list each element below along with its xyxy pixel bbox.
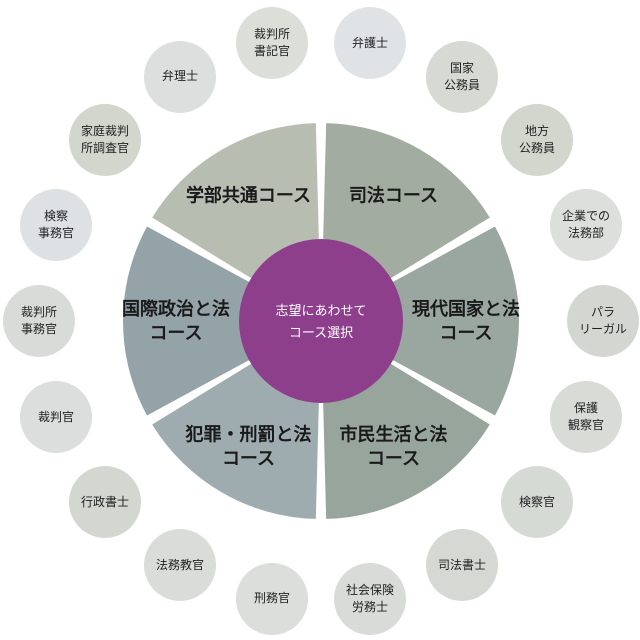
segment-label-shimin: 市民生活と法コース — [340, 424, 448, 470]
career-label: 刑務官 — [254, 591, 291, 606]
career-circle: 検察官 — [501, 466, 574, 539]
center-label: 志望にあわせてコース選択 — [275, 303, 366, 341]
career-label: 企業での 法務部 — [561, 208, 610, 240]
center-circle — [239, 239, 403, 403]
segment-gendai — [321, 226, 519, 416]
career-circle: 司法書士 — [426, 529, 498, 602]
career-label: 検察官 — [519, 494, 556, 509]
career-label: 社会保険 労務士 — [345, 582, 394, 614]
career-label: 保護 観察官 — [567, 401, 604, 433]
career-circle: 地方 公務員 — [501, 103, 574, 176]
career-circle: 検察 事務官 — [20, 188, 92, 261]
career-circle: 裁判官 — [20, 381, 92, 454]
career-circle: 企業での 法務部 — [549, 188, 622, 261]
career-circle: 国家 公務員 — [426, 40, 498, 113]
career-circle: 保護 観察官 — [549, 381, 622, 454]
career-circle: 裁判所 書記官 — [236, 7, 309, 80]
career-circle: 弁護士 — [333, 7, 406, 80]
career-circle: 社会保険 労務士 — [333, 562, 406, 635]
career-label: 家庭裁判 所調査官 — [80, 123, 129, 155]
career-label: 法務教官 — [155, 557, 204, 572]
career-label: 裁判官 — [37, 409, 74, 424]
career-circle: 刑務官 — [236, 562, 309, 635]
segment-label-kokusai: 国際政治と法コース — [122, 298, 230, 344]
career-label: 弁護士 — [351, 35, 388, 50]
career-label: 地方 公務員 — [519, 123, 556, 155]
career-label: 裁判所 事務官 — [20, 305, 57, 336]
career-label: 弁理士 — [161, 69, 198, 84]
career-circle: 裁判所 事務官 — [3, 285, 75, 357]
career-label: 司法書士 — [437, 557, 486, 572]
segment-label-hanzai: 犯罪・刑罰と法コース — [185, 424, 312, 470]
career-label: 国家 公務員 — [443, 60, 480, 92]
career-circle: 弁理士 — [144, 40, 216, 113]
segment-kokusai — [122, 226, 322, 416]
career-label: 裁判所 書記官 — [254, 27, 291, 59]
career-circle: 行政書士 — [68, 466, 141, 539]
segment-label-shiho: 司法コース — [349, 184, 438, 206]
career-label: 検察 事務官 — [37, 208, 74, 240]
segment-label-gakubu: 学部共通コース — [186, 184, 311, 206]
career-label: 行政書士 — [80, 494, 129, 509]
career-circle: 法務教官 — [144, 529, 216, 602]
career-circle: 家庭裁判 所調査官 — [68, 103, 141, 176]
career-label: パラ リーガル — [578, 305, 627, 336]
career-circle: パラ リーガル — [567, 285, 639, 357]
segment-label-gendai: 現代国家と法コース — [412, 298, 520, 344]
